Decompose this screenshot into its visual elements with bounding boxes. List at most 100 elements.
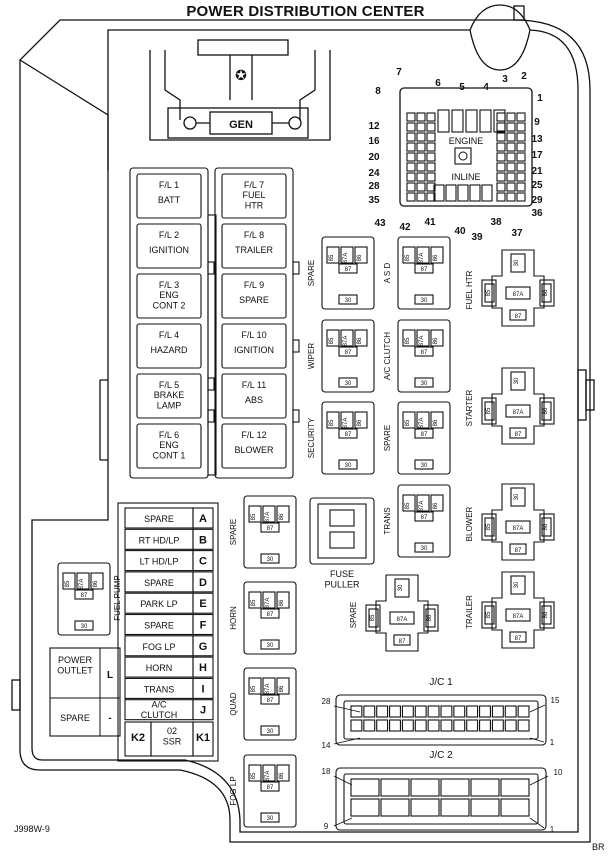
- iso-relay-ear: [481, 279, 497, 307]
- fuse-id-cell: [192, 635, 214, 657]
- relay-pin-30-slot: [414, 542, 434, 553]
- jc-cavity: [453, 719, 466, 732]
- connector-pin-label: 35: [368, 195, 380, 206]
- fuse-id-cell: [192, 677, 214, 699]
- jc1-insert: [343, 700, 539, 740]
- connector-cavity: [516, 112, 526, 122]
- connector-cavity: [416, 192, 426, 202]
- fuse-id-cell: [192, 550, 214, 572]
- connector-pin-label: 38: [490, 217, 502, 228]
- jc-cavity: [504, 719, 517, 732]
- connector-pin-label: 2: [521, 71, 527, 82]
- connector-cavity: [496, 112, 506, 122]
- iso-pin-86: 86: [543, 523, 549, 530]
- jc-cavity: [470, 798, 500, 817]
- relay-pin-86: 86: [357, 419, 363, 426]
- connector-cavity: [496, 182, 506, 192]
- connector-pin-label: 36: [531, 208, 543, 219]
- fusible-link-2: [136, 223, 202, 269]
- iso-relay-slot-30: [510, 253, 526, 273]
- jc1-shell: [335, 694, 547, 746]
- housing-outline: [19, 19, 591, 843]
- fusible-link-7: [221, 173, 287, 219]
- connector-pin-label: 3: [502, 74, 508, 85]
- iso-relay-slot-85: [484, 605, 495, 625]
- relay-pin-85: 85: [329, 419, 335, 426]
- fusible-link-tab: [207, 377, 215, 391]
- connector-cavity: [426, 112, 436, 122]
- connector-cavity: [506, 112, 516, 122]
- relay-housing: [243, 495, 297, 569]
- relay-pin-slot: [340, 329, 354, 347]
- jc-cavity: [427, 705, 440, 718]
- relay-pin-30-slot: [338, 459, 358, 470]
- relay-label: SPARE: [307, 260, 316, 287]
- jc-cavity: [440, 798, 470, 817]
- power-outlet-l: L: [107, 670, 113, 681]
- connector-cavity: [416, 152, 426, 162]
- jc2-label: J/C 2: [429, 750, 453, 761]
- fuse-name: SPARE: [144, 514, 174, 524]
- relay-pin-87-slot: [338, 263, 358, 274]
- relay-pin-87-slot: [260, 694, 280, 705]
- fuse-id: G: [199, 641, 208, 653]
- fusible-link-11: [221, 373, 287, 419]
- relay-housing: [397, 319, 451, 393]
- jc-cavity: [504, 705, 517, 718]
- jc-cavity: [350, 705, 363, 718]
- iso-relay-outline: [491, 571, 545, 649]
- relay-pin-30: 30: [421, 463, 428, 469]
- connector-cavity: [426, 192, 436, 202]
- figure-code-right: BR: [592, 842, 605, 852]
- relay-pin-87: 87: [267, 526, 274, 532]
- fuse-k1-cell: [192, 721, 214, 757]
- relay-pin-slot: [430, 329, 444, 347]
- relay-pin-slot: [416, 494, 430, 512]
- iso-relay-slot-85: [484, 283, 495, 303]
- connector-cavity: [516, 162, 526, 172]
- relay-pin-slot: [248, 505, 262, 523]
- fusible-link-number: F/L 9: [244, 280, 264, 290]
- connector-cavity: [406, 142, 416, 152]
- relay-pin-30: 30: [267, 557, 274, 563]
- iso-pin-87a: 87A: [513, 410, 524, 416]
- iso-relay-slot-85: [484, 401, 495, 421]
- fuse-id-cell: [192, 507, 214, 529]
- iso-relay-outline: [491, 483, 545, 561]
- connector-cavity: [469, 184, 481, 202]
- relay-pin-slot: [430, 494, 444, 512]
- iso-relay-slot-87: [509, 631, 527, 643]
- relay-pin-30-slot: [414, 377, 434, 388]
- jc-cavity: [491, 705, 504, 718]
- connector-cavity: [496, 142, 506, 152]
- relay-housing: [321, 236, 375, 310]
- connector-cavity: [426, 132, 436, 142]
- fuse-k2: K2: [131, 732, 145, 744]
- fusible-link-number: F/L 11: [242, 380, 267, 390]
- relay-pin-slot: [76, 572, 90, 590]
- fuse-id-cell: [192, 528, 214, 550]
- relay-pin-30-slot: [260, 725, 280, 736]
- relay-pin-slot: [354, 411, 368, 429]
- relay-pin-87: 87: [267, 785, 274, 791]
- fuse-id-cell: [192, 699, 214, 721]
- iso-relay-label: BLOWER: [465, 506, 474, 541]
- fuse-id: B: [199, 534, 207, 546]
- relay-pin-87a: 87A: [343, 418, 349, 429]
- fusible-link-tab: [292, 409, 300, 423]
- relay-pin-slot: [326, 329, 340, 347]
- jc-cavity: [350, 798, 380, 817]
- iso-pin-30: 30: [398, 584, 404, 591]
- jc-cavity: [363, 705, 376, 718]
- relay-pin-87: 87: [81, 593, 88, 599]
- power-outlet-block: [49, 647, 121, 737]
- jc-cavity: [376, 705, 389, 718]
- connector-cavity: [506, 152, 516, 162]
- jc-cavity: [517, 719, 530, 732]
